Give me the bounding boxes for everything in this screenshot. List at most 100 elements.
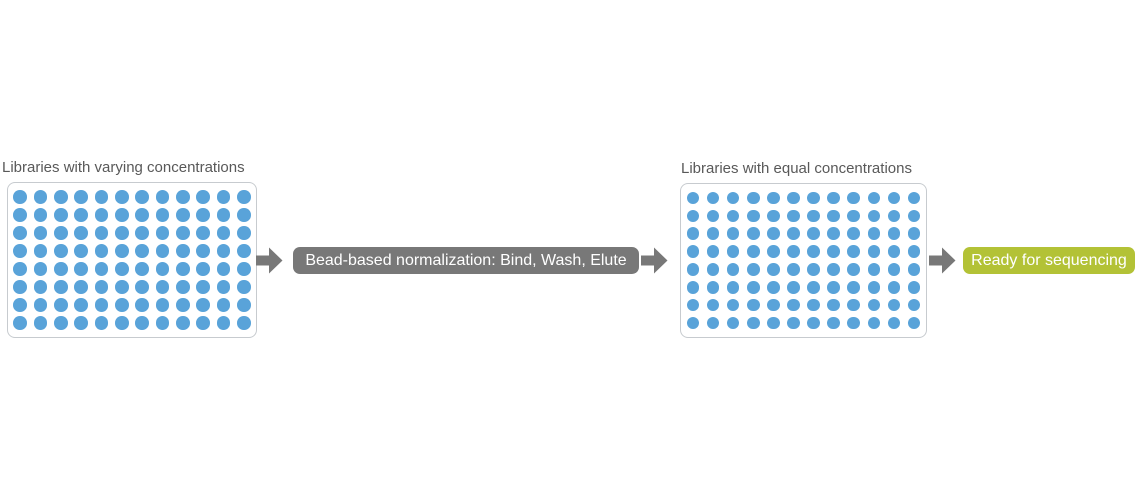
well-dot: [887, 191, 901, 205]
well-dot: [33, 190, 48, 204]
well-dot: [196, 298, 210, 312]
well-dot: [787, 209, 800, 223]
well-dot: [827, 191, 840, 205]
well-dot: [686, 245, 700, 258]
well-dot: [74, 298, 88, 312]
well-dot: [847, 281, 860, 294]
well-dot: [867, 298, 881, 312]
well-dot: [887, 209, 901, 223]
well-dot: [686, 191, 700, 205]
well-dot: [216, 244, 231, 258]
well-dot: [54, 298, 68, 312]
well-dot: [33, 262, 48, 276]
well-dot: [216, 262, 231, 276]
well-dot: [747, 263, 760, 276]
plate-varying-concentrations: [7, 182, 257, 338]
well-dot: [13, 208, 27, 222]
well-dot: [686, 263, 700, 276]
well-dot: [196, 280, 210, 294]
well-dot: [13, 226, 27, 240]
well-dot: [686, 298, 700, 312]
well-dot: [706, 281, 720, 294]
well-dot: [94, 298, 109, 312]
well-dot: [216, 208, 231, 222]
well-dot: [237, 244, 251, 258]
well-dot: [747, 209, 760, 223]
well-dot: [787, 298, 800, 312]
well-dot: [867, 245, 881, 258]
well-dot: [887, 281, 901, 294]
well-dot: [767, 245, 780, 258]
well-dot: [847, 298, 860, 312]
well-dot: [54, 226, 68, 240]
well-dot: [115, 190, 129, 204]
well-dot: [767, 263, 780, 276]
well-dot: [847, 245, 860, 258]
well-dot: [135, 190, 149, 204]
well-dot: [196, 208, 210, 222]
well-dot: [74, 190, 88, 204]
well-dot: [176, 244, 190, 258]
well-dot: [94, 262, 109, 276]
well-dot: [767, 298, 780, 312]
well-dot: [115, 208, 129, 222]
well-dot: [726, 298, 740, 312]
well-dot: [726, 245, 740, 258]
well-dot: [196, 316, 210, 330]
well-dot: [94, 244, 109, 258]
well-dot: [176, 262, 190, 276]
well-dot: [237, 208, 251, 222]
well-dot: [115, 226, 129, 240]
well-dot: [827, 316, 840, 330]
well-dot: [54, 190, 68, 204]
well-dot: [33, 316, 48, 330]
well-dot: [767, 191, 780, 205]
well-dot: [115, 244, 129, 258]
well-dot: [807, 298, 820, 312]
well-dot: [887, 298, 901, 312]
well-dot: [726, 191, 740, 205]
well-dot: [706, 227, 720, 240]
well-dot: [847, 227, 860, 240]
well-dot: [867, 263, 881, 276]
well-dot: [907, 227, 921, 240]
well-dot: [54, 208, 68, 222]
well-dot: [74, 244, 88, 258]
well-dot: [13, 244, 27, 258]
well-dot: [237, 298, 251, 312]
well-dot: [176, 226, 190, 240]
well-dot: [807, 191, 820, 205]
well-dot: [13, 190, 27, 204]
well-dot: [155, 208, 170, 222]
well-dot: [767, 227, 780, 240]
well-dot: [887, 245, 901, 258]
well-dot: [686, 281, 700, 294]
well-dot: [155, 244, 170, 258]
well-dot: [747, 298, 760, 312]
well-dot: [54, 262, 68, 276]
well-dot: [787, 227, 800, 240]
well-dot: [115, 262, 129, 276]
well-dot: [767, 209, 780, 223]
varying-concentrations-label: Libraries with varying concentrations: [2, 159, 245, 176]
well-dot: [74, 280, 88, 294]
well-dot: [196, 244, 210, 258]
well-dot: [686, 316, 700, 330]
well-dot: [807, 227, 820, 240]
well-dot: [13, 280, 27, 294]
well-dot: [706, 316, 720, 330]
well-dot: [74, 316, 88, 330]
well-dot: [907, 209, 921, 223]
well-dot: [155, 226, 170, 240]
well-dot: [726, 316, 740, 330]
well-dot: [706, 245, 720, 258]
equal-concentrations-label: Libraries with equal concentrations: [681, 160, 912, 177]
ready-for-sequencing-badge: Ready for sequencing: [963, 247, 1135, 274]
well-dot: [686, 209, 700, 223]
well-dot: [33, 280, 48, 294]
well-dot: [13, 298, 27, 312]
well-dot: [787, 191, 800, 205]
well-dot: [706, 209, 720, 223]
well-dot: [237, 226, 251, 240]
well-dot: [54, 280, 68, 294]
